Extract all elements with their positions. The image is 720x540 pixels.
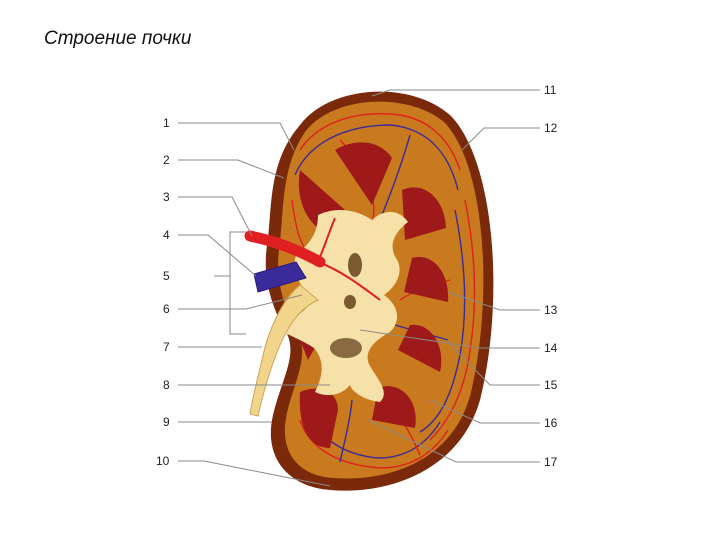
label-13: 13 — [544, 303, 558, 317]
label-12: 12 — [544, 121, 558, 135]
renal-vein — [253, 261, 307, 293]
part-labels: 1 2 3 4 5 6 7 8 9 10 11 12 13 14 15 16 1… — [156, 83, 558, 469]
label-17: 17 — [544, 455, 558, 469]
leader-lines-right — [359, 89, 540, 463]
ureter — [249, 284, 319, 417]
label-1: 1 — [163, 116, 170, 130]
label-6: 6 — [163, 302, 170, 316]
label-4: 4 — [163, 228, 170, 242]
label-14: 14 — [544, 341, 558, 355]
pyramid-3 — [402, 187, 446, 240]
label-10: 10 — [156, 454, 170, 468]
label-2: 2 — [163, 153, 170, 167]
pyramid-4 — [404, 256, 449, 302]
calyx-cavity-1 — [348, 253, 362, 277]
label-3: 3 — [163, 190, 170, 204]
label-5: 5 — [163, 269, 170, 283]
calyx-cavity-3 — [330, 338, 362, 358]
calyx-cavity-2 — [344, 295, 356, 309]
pyramid-1 — [335, 142, 392, 205]
label-8: 8 — [163, 378, 170, 392]
renal-artery — [244, 230, 326, 268]
hilum-bracket — [214, 231, 246, 335]
pyramid-5 — [398, 324, 442, 372]
label-15: 15 — [544, 378, 558, 392]
pyramid-7 — [299, 388, 338, 448]
label-16: 16 — [544, 416, 558, 430]
label-7: 7 — [163, 340, 170, 354]
leader-lines-left — [178, 122, 331, 487]
artery-branch — [317, 217, 381, 301]
label-11: 11 — [544, 83, 557, 97]
label-9: 9 — [163, 415, 170, 429]
diagram-title: Строение почки — [44, 28, 192, 49]
